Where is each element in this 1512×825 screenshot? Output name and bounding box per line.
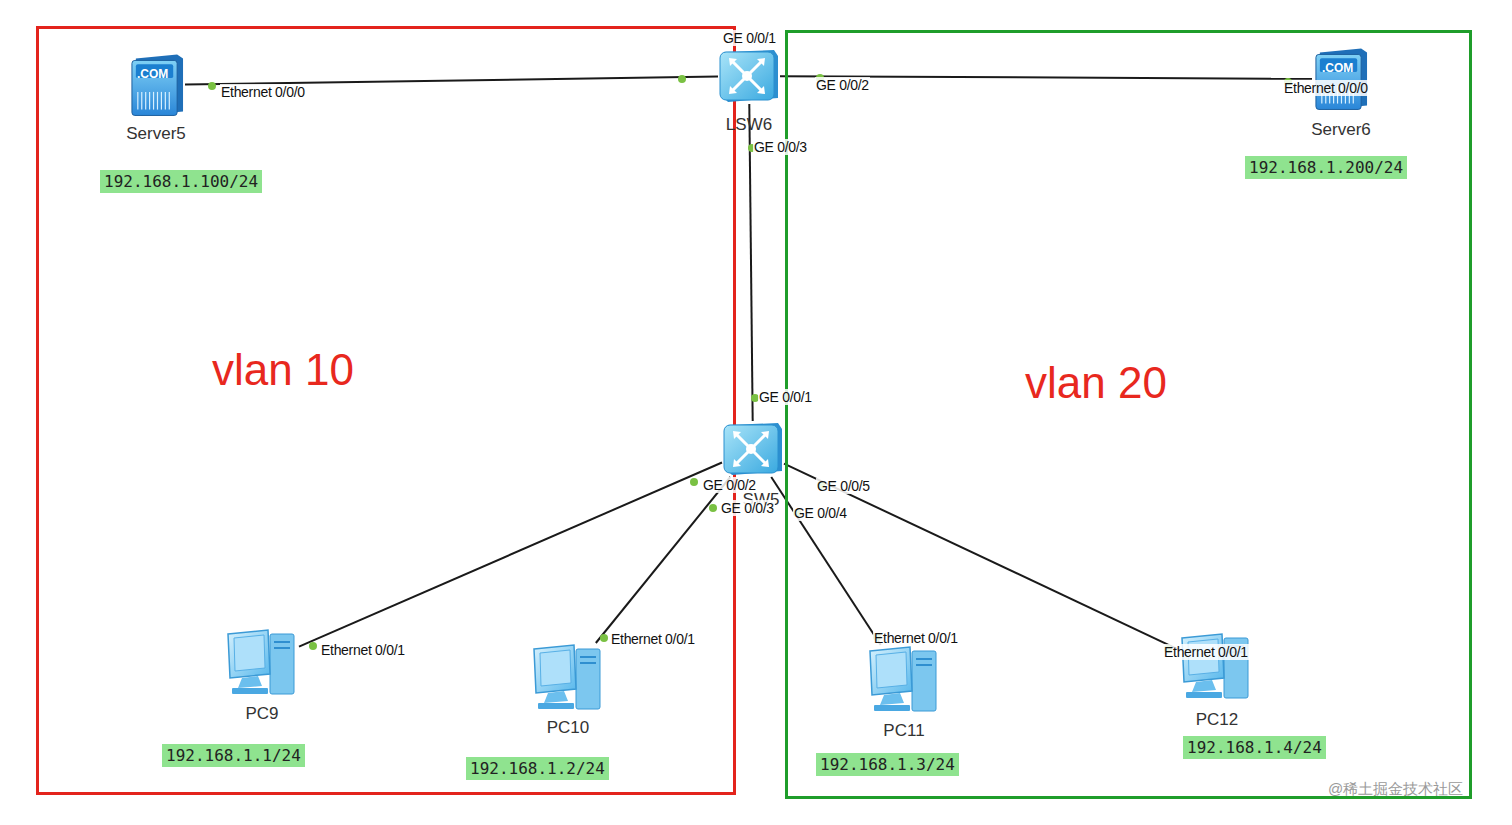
port-label: GE 0/0/2: [702, 477, 757, 493]
ip-address: 192.168.1.2/24: [466, 757, 609, 780]
server-icon: [1312, 46, 1369, 112]
device-name: PC9: [245, 704, 278, 724]
vlan-title: vlan 20: [1025, 358, 1167, 408]
watermark: @稀土掘金技术社区: [1328, 780, 1463, 799]
device-name: PC12: [1196, 710, 1239, 730]
port-label: Ethernet 0/0/1: [1163, 644, 1249, 660]
port-label: Ethernet 0/0/0: [1283, 80, 1369, 96]
port-label: Ethernet 0/0/1: [610, 631, 696, 647]
port-label: GE 0/0/3: [753, 139, 808, 155]
switch-icon: [718, 48, 780, 104]
switch-icon: [722, 421, 784, 477]
pc-icon: [224, 628, 299, 698]
port-label: Ethernet 0/0/0: [220, 84, 306, 100]
switch-device: SW5: [722, 421, 784, 477]
port-label: GE 0/0/5: [816, 478, 871, 494]
device-name: PC10: [547, 718, 590, 738]
switch-device: LSW6: [718, 48, 780, 104]
port-label: GE 0/0/1: [758, 389, 813, 405]
ip-address: 192.168.1.3/24: [816, 753, 959, 776]
vlan-region: vlan 10Server5192.168.1.100/24PC9192.168…: [36, 26, 736, 795]
device-name: LSW6: [726, 115, 772, 135]
link-line: [299, 462, 722, 646]
pc-device: PC11192.168.1.3/24: [866, 645, 941, 715]
pc-device: PC12192.168.1.4/24: [1178, 632, 1253, 702]
ip-address: 192.168.1.1/24: [162, 744, 305, 767]
port-label: GE 0/0/1: [722, 30, 777, 46]
port-dots: [208, 74, 1292, 653]
link-line: [596, 477, 730, 643]
port-label: GE 0/0/4: [793, 505, 848, 521]
port-label: Ethernet 0/0/1: [320, 642, 406, 658]
pc-icon: [530, 643, 605, 713]
ip-address: 192.168.1.100/24: [100, 170, 262, 193]
server-icon: [128, 52, 185, 118]
server-device: Server6192.168.1.200/24: [1312, 46, 1369, 112]
port-label: GE 0/0/2: [815, 77, 870, 93]
ip-address: 192.168.1.200/24: [1245, 156, 1407, 179]
port-label: GE 0/0/3: [720, 500, 775, 516]
pc-device: PC9192.168.1.1/24: [224, 628, 299, 698]
vlan-title: vlan 10: [212, 345, 354, 395]
pc-icon: [866, 645, 941, 715]
port-label: Ethernet 0/0/1: [873, 630, 959, 646]
vlan-region: vlan 20Server6192.168.1.200/24PC11192.16…: [785, 30, 1472, 799]
ip-address: 192.168.1.4/24: [1183, 736, 1326, 759]
pc-device: PC10192.168.1.2/24: [530, 643, 605, 713]
device-name: Server5: [126, 124, 186, 144]
device-name: Server6: [1311, 120, 1371, 140]
server-badge: .COM: [1322, 61, 1353, 75]
server-badge: .COM: [137, 67, 168, 81]
server-device: Server5192.168.1.100/24: [128, 52, 185, 118]
pc-icon: [1178, 632, 1253, 702]
link-line: [784, 464, 1178, 650]
device-name: PC11: [883, 721, 924, 741]
